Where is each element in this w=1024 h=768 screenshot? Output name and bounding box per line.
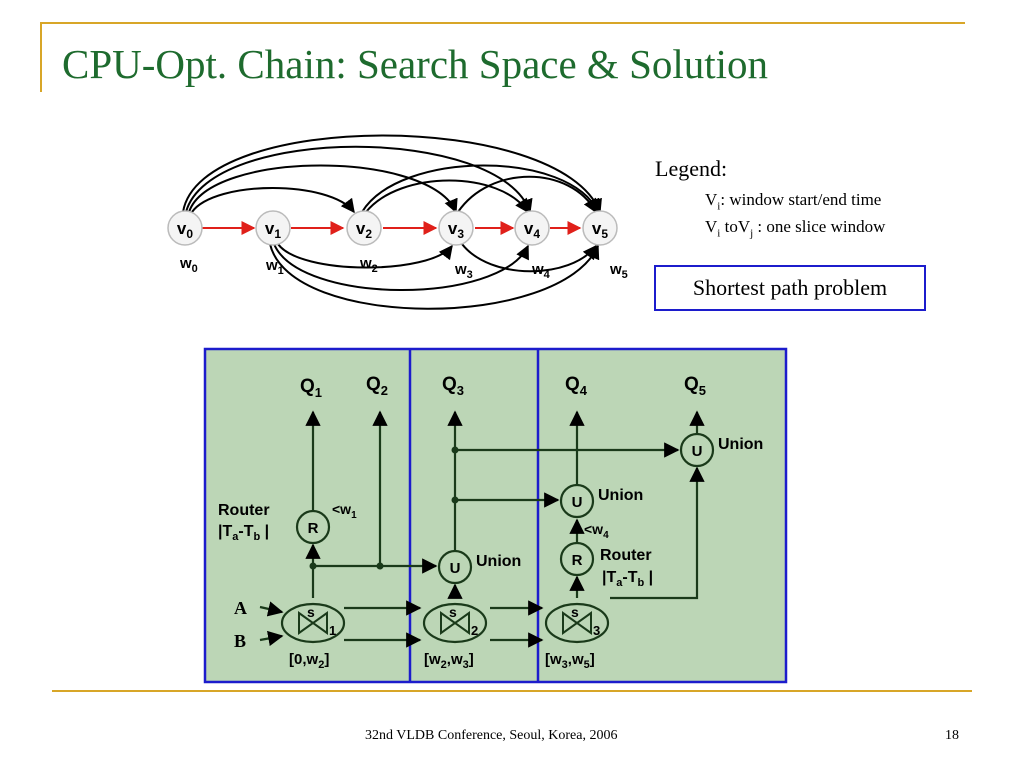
svg-text:R: R	[572, 552, 583, 569]
svg-text:2: 2	[471, 623, 478, 638]
input-b: B	[234, 631, 246, 651]
edge-v0-v2	[191, 187, 355, 214]
weight-w5: w5	[609, 261, 628, 281]
plan-edges	[259, 410, 705, 648]
input-a: A	[234, 598, 247, 618]
input-labels: A B	[234, 598, 247, 651]
union-node-mid: U	[437, 549, 473, 585]
join-s1: s 1	[280, 602, 346, 644]
range-labels: [0,w2] [w2,w3] [w3,w5]	[289, 651, 595, 671]
weight-w0: w0	[179, 255, 198, 275]
union-label-q5: Union	[718, 436, 763, 453]
union-node-q5: U	[679, 432, 715, 468]
range-1: [0,w2]	[289, 651, 329, 671]
svg-text:R: R	[308, 520, 319, 537]
edge-v1-v3	[277, 243, 453, 269]
svg-text:U: U	[450, 560, 461, 577]
svg-text:s: s	[449, 604, 457, 620]
router-label-2: Router	[600, 547, 652, 564]
svg-text:1: 1	[329, 623, 336, 638]
union-label-mid: Union	[476, 553, 521, 570]
router-label-1: Router	[218, 502, 270, 519]
slide-title: CPU-Opt. Chain: Search Space & Solution	[62, 41, 769, 87]
router-node-1: R	[295, 509, 331, 545]
query-labels: Q1 Q2 Q3 Q4 Q5	[300, 374, 706, 400]
filter-w1: <w1	[332, 501, 357, 521]
footer: 32nd VLDB Conference, Seoul, Korea, 2006	[365, 728, 618, 743]
weights: w0 w1 w2 w3 w4 w5	[179, 255, 628, 281]
vertex-v2: v2	[346, 210, 382, 246]
svg-text:v2: v2	[356, 219, 372, 241]
operator-nodes: R U R U U	[295, 432, 715, 585]
edge-v1-v4	[273, 243, 529, 291]
weight-w4: w4	[531, 261, 551, 281]
union-node-q4: U	[559, 483, 595, 519]
edge-v3-v5	[457, 175, 597, 214]
legend-heading: Legend:	[655, 156, 728, 181]
vertices: v0 v1 v2 v3 v4 v5	[167, 210, 618, 246]
vertex-v1: v1	[255, 210, 291, 246]
weight-w1: w1	[265, 257, 284, 277]
chain-graph	[182, 134, 602, 310]
top-rule	[42, 22, 965, 24]
edge-v2-v4	[365, 179, 529, 214]
shortest-path-box: Shortest path problem	[654, 265, 926, 311]
query-q4: Q4	[565, 374, 588, 398]
weight-w2: w2	[359, 255, 378, 275]
query-q2: Q2	[366, 374, 388, 398]
filter-w4: <w4	[584, 521, 609, 541]
range-3: [w3,w5]	[545, 651, 595, 671]
left-rule	[40, 22, 42, 92]
vertex-v5: v5	[582, 210, 618, 246]
vertex-v0: v0	[167, 210, 203, 246]
legend-line-1: Vi: window start/end time	[705, 190, 882, 213]
join-s2: s 2	[422, 602, 488, 644]
svg-text:v1: v1	[265, 219, 281, 241]
bottom-rule	[52, 690, 972, 692]
router-formula-2: |Ta-Tb |	[602, 569, 653, 589]
range-2: [w2,w3]	[424, 651, 474, 671]
edge-v2-v5	[361, 164, 600, 214]
join-s3: s 3	[544, 602, 610, 644]
edge-v0-v5	[182, 134, 602, 214]
edge-v3-v5-low	[461, 243, 597, 273]
router-node-2: R	[559, 541, 595, 577]
svg-text:v0: v0	[177, 219, 193, 241]
query-q1: Q1	[300, 376, 322, 400]
svg-text:s: s	[571, 604, 579, 620]
junction-dots	[309, 446, 459, 570]
edge-v1-v5	[269, 243, 600, 310]
svg-text:s: s	[307, 604, 315, 620]
svg-text:U: U	[692, 443, 703, 460]
svg-text:v5: v5	[592, 219, 608, 241]
join-nodes: s 1 s 2 s 3	[280, 602, 610, 644]
union-label-q4: Union	[598, 487, 643, 504]
page-number: 18	[945, 728, 959, 743]
svg-text:3: 3	[593, 623, 600, 638]
vertex-v4: v4	[514, 210, 550, 246]
query-q3: Q3	[442, 374, 464, 398]
weight-w3: w3	[454, 261, 473, 281]
edge-v0-v3	[188, 164, 458, 214]
shortest-path-label: Shortest path problem	[692, 275, 888, 300]
svg-text:v3: v3	[448, 219, 464, 241]
router-formula-1: |Ta-Tb |	[218, 523, 269, 543]
legend-line-2: Vi toVj : one slice window	[705, 217, 886, 240]
edge-v0-v4	[185, 145, 533, 214]
svg-text:U: U	[572, 494, 583, 511]
query-q5: Q5	[684, 374, 706, 398]
svg-text:v4: v4	[524, 219, 540, 241]
vertex-v3: v3	[438, 210, 474, 246]
operator-labels: Router |Ta-Tb | <w1 Union Union Union <w…	[218, 436, 763, 589]
